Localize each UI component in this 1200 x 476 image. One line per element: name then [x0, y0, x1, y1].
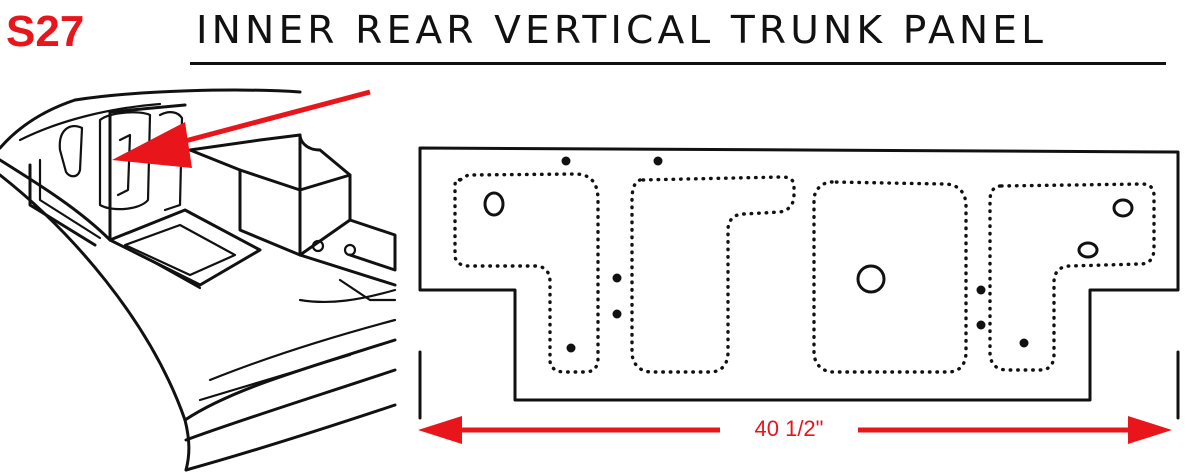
trunk-panel-drawing	[418, 146, 1180, 402]
rivet-dot	[653, 156, 663, 166]
rivet-dot	[561, 156, 571, 166]
dimension-line	[418, 350, 1180, 444]
panel-outline	[418, 146, 1180, 402]
pointer-arrow	[112, 89, 371, 168]
rivet-dot	[612, 309, 622, 319]
rivet-dot	[612, 273, 622, 283]
part-code: S27	[6, 7, 85, 56]
rivet-dot	[976, 320, 986, 330]
hole	[856, 264, 886, 294]
hole	[1077, 241, 1099, 259]
rivet-dot	[566, 343, 576, 353]
emboss-right	[988, 182, 1156, 372]
emboss-left	[453, 172, 600, 374]
hole	[1112, 198, 1134, 218]
rivet-dot	[1019, 338, 1029, 348]
title-underline	[190, 62, 1166, 65]
trunk-perspective-drawing	[0, 88, 397, 472]
diagram-title: INNER REAR VERTICAL TRUNK PANEL	[196, 8, 1048, 52]
hole	[483, 191, 505, 217]
dimension-label: 40 1/2"	[724, 414, 854, 444]
emboss-center-right	[812, 180, 968, 374]
rivet-dot	[976, 285, 986, 295]
emboss-center-left	[630, 175, 796, 374]
